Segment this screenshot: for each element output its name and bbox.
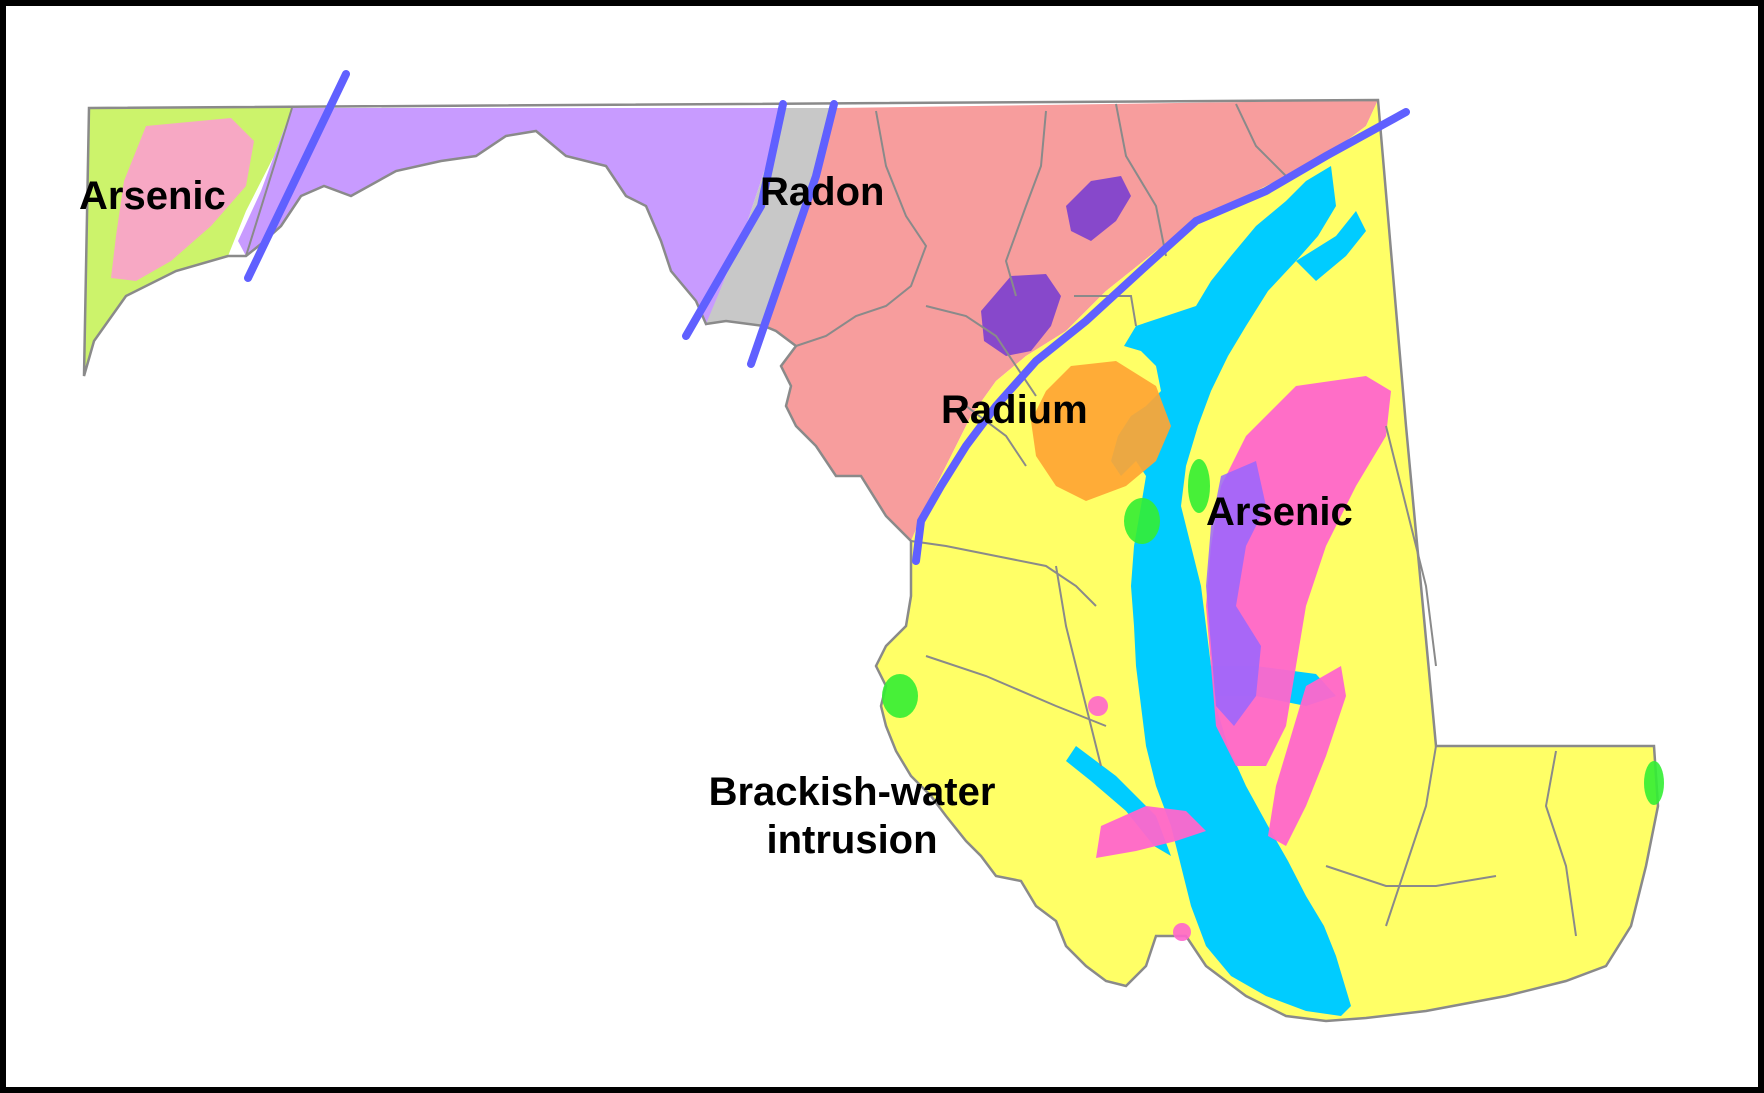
region-ridge-valley — [238, 108, 786, 326]
label-radon: Radon — [760, 170, 885, 214]
region-valley-gray — [706, 108, 836, 326]
label-arsenic-west: Arsenic — [79, 174, 226, 218]
label-arsenic-east: Arsenic — [1206, 490, 1353, 534]
label-brackish-line1: Brackish-water — [708, 770, 996, 814]
brackish-water-spot-icon — [882, 674, 918, 718]
bay-tributary-north — [1296, 211, 1366, 281]
boundary-blue-ridge — [747, 100, 838, 368]
bay-water — [1111, 166, 1351, 1016]
label-brackish-water: Brackish-water intrusion — [682, 768, 1022, 864]
radon-hotspot-north — [1066, 176, 1131, 241]
region-arsenic-southwest — [1096, 806, 1206, 858]
label-radium: Radium — [941, 388, 1088, 432]
maryland-groundwater-map — [82, 70, 1664, 1023]
province-boundaries — [244, 70, 1410, 565]
region-arsenic-west — [111, 118, 254, 281]
region-arsenic-east-strip — [1268, 666, 1346, 846]
brackish-water-spot-icon — [1188, 459, 1210, 513]
boundary-fall-line — [912, 108, 1410, 565]
region-piedmont — [764, 100, 1378, 541]
boundary-allegheny-front — [244, 70, 350, 282]
brackish-water-spot-icon — [1644, 761, 1664, 805]
boundary-north-mountain — [682, 100, 787, 340]
radon-hotspot-south — [981, 274, 1061, 356]
county-lines — [245, 103, 1577, 937]
region-radium — [1031, 361, 1171, 501]
label-brackish-line2: intrusion — [766, 818, 938, 862]
arsenic-spot — [1173, 923, 1191, 941]
brackish-water-spot-icon — [1124, 498, 1160, 544]
state-outline — [82, 98, 1660, 1023]
arsenic-spot — [1088, 696, 1108, 716]
region-arsenic-east-overlap — [1206, 461, 1266, 726]
